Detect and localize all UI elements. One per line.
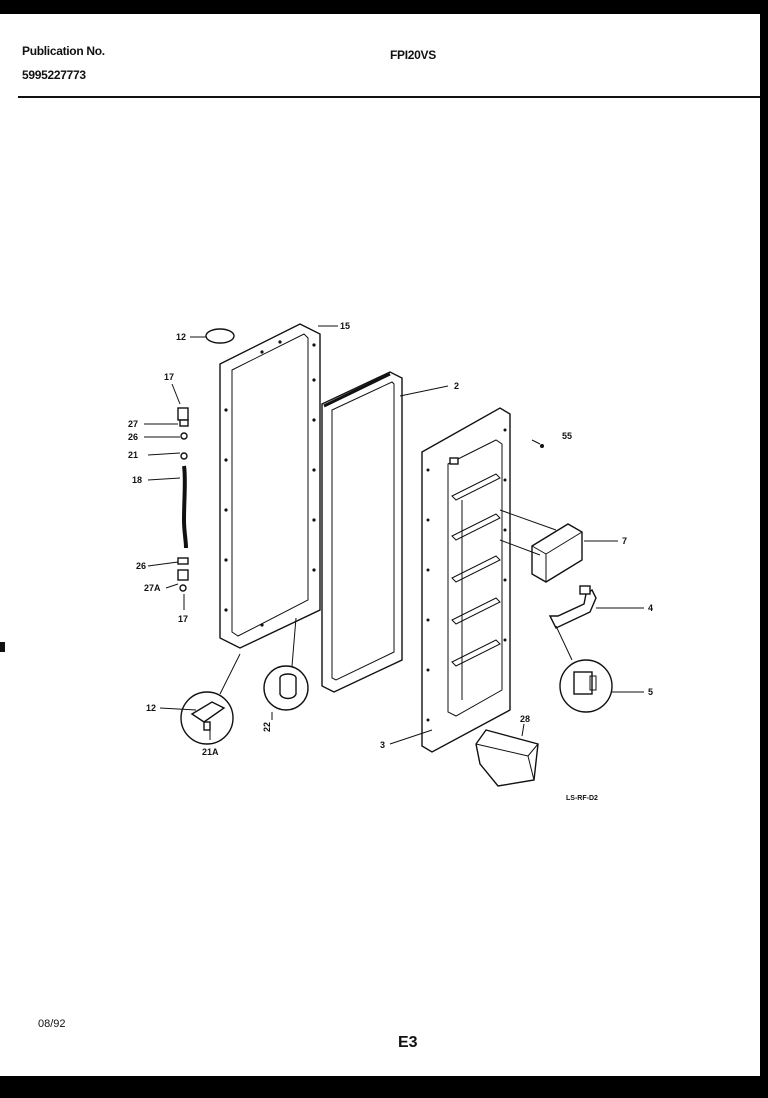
callout-55: 55 bbox=[562, 431, 572, 441]
drawing-code: LS-RF-D2 bbox=[566, 795, 598, 802]
door-gasket bbox=[321, 371, 403, 693]
margin-mark bbox=[0, 642, 5, 652]
callout-21a: 21A bbox=[202, 747, 219, 757]
publication-number: 5995227773 bbox=[22, 68, 86, 82]
inner-door-liner bbox=[421, 407, 511, 753]
footer-date: 08/92 bbox=[38, 1018, 66, 1030]
callout-3: 3 bbox=[380, 740, 385, 750]
callout-21: 21 bbox=[128, 450, 138, 460]
door-cam-detail bbox=[263, 617, 309, 711]
door-handle bbox=[548, 585, 597, 629]
model-number: FPI20VS bbox=[390, 48, 436, 62]
screw-part bbox=[531, 439, 544, 448]
callout-22: 22 bbox=[262, 722, 272, 732]
door-shelf-bar bbox=[499, 509, 583, 583]
outer-door-panel bbox=[219, 323, 321, 649]
callout-27a: 27A bbox=[144, 583, 161, 593]
callout-26-bottom: 26 bbox=[136, 561, 146, 571]
parts-diagram-sheet: Publication No. 5995227773 FPI20VS bbox=[0, 14, 760, 1076]
callout-27: 27 bbox=[128, 419, 138, 429]
exploded-door-diagram: 12 15 17 27 26 21 18 26 27A 17 2 55 7 4 … bbox=[128, 321, 653, 802]
callout-17-top: 17 bbox=[164, 372, 174, 382]
callout-7: 7 bbox=[622, 536, 627, 546]
callout-28: 28 bbox=[520, 714, 530, 724]
callout-4: 4 bbox=[648, 603, 653, 613]
callout-12-top: 12 bbox=[176, 332, 186, 342]
callout-labels: 12 15 17 27 26 21 18 26 27A 17 2 55 7 4 … bbox=[128, 321, 653, 802]
lower-hinge-detail bbox=[180, 653, 241, 745]
callout-5: 5 bbox=[648, 687, 653, 697]
footer-page-code: E3 bbox=[398, 1034, 418, 1051]
callout-26-top: 26 bbox=[128, 432, 138, 442]
callout-2: 2 bbox=[454, 381, 459, 391]
plug-button bbox=[205, 328, 235, 344]
callout-12-bottom: 12 bbox=[146, 703, 156, 713]
header-divider bbox=[18, 96, 760, 98]
callout-leaders bbox=[144, 325, 644, 745]
hinge-assembly bbox=[177, 407, 189, 592]
door-bin bbox=[475, 729, 539, 787]
callout-18: 18 bbox=[132, 475, 142, 485]
handle-cap-detail bbox=[555, 625, 613, 713]
callout-15: 15 bbox=[340, 321, 350, 331]
publication-label: Publication No. bbox=[22, 44, 105, 58]
callout-17-bottom: 17 bbox=[178, 614, 188, 624]
